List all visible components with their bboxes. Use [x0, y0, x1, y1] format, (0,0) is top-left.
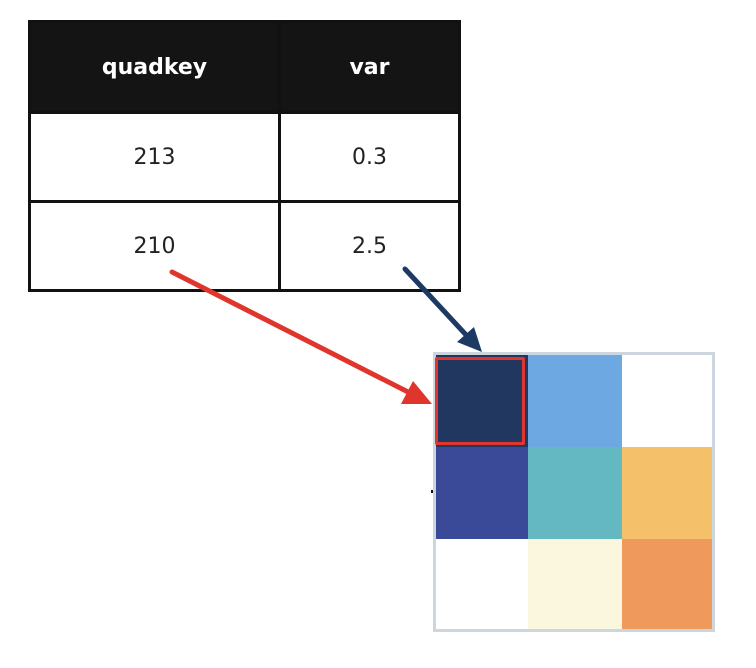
column-header-var: var: [278, 20, 461, 114]
cell-quadkey: 210: [28, 200, 281, 292]
table-row: 210 2.5: [28, 200, 461, 292]
blue-arrow-head: [457, 327, 482, 352]
grid-cell: [622, 447, 712, 539]
grid-edge-tick: [431, 490, 434, 493]
cell-quadkey: 213: [28, 111, 281, 203]
grid-cell: [622, 355, 712, 447]
cell-var: 2.5: [278, 200, 461, 292]
grid-cell: [528, 355, 622, 447]
quadkey-grid: [433, 352, 715, 632]
cell-var: 0.3: [278, 111, 461, 203]
grid-cell: [436, 447, 528, 539]
data-table: quadkey var 213 0.3 210 2.5: [28, 20, 461, 292]
grid-cell: [528, 447, 622, 539]
grid-cell: [436, 539, 528, 629]
grid-cell: [528, 539, 622, 629]
table-edge-tick: [458, 155, 461, 158]
grid-cell: [622, 539, 712, 629]
grid-cell: [436, 355, 528, 447]
table-row: 213 0.3: [28, 111, 461, 203]
highlighted-cell-outline: [435, 357, 525, 445]
column-header-quadkey: quadkey: [28, 20, 281, 114]
red-arrow-head: [401, 381, 432, 404]
table-header-row: quadkey var: [28, 20, 461, 114]
